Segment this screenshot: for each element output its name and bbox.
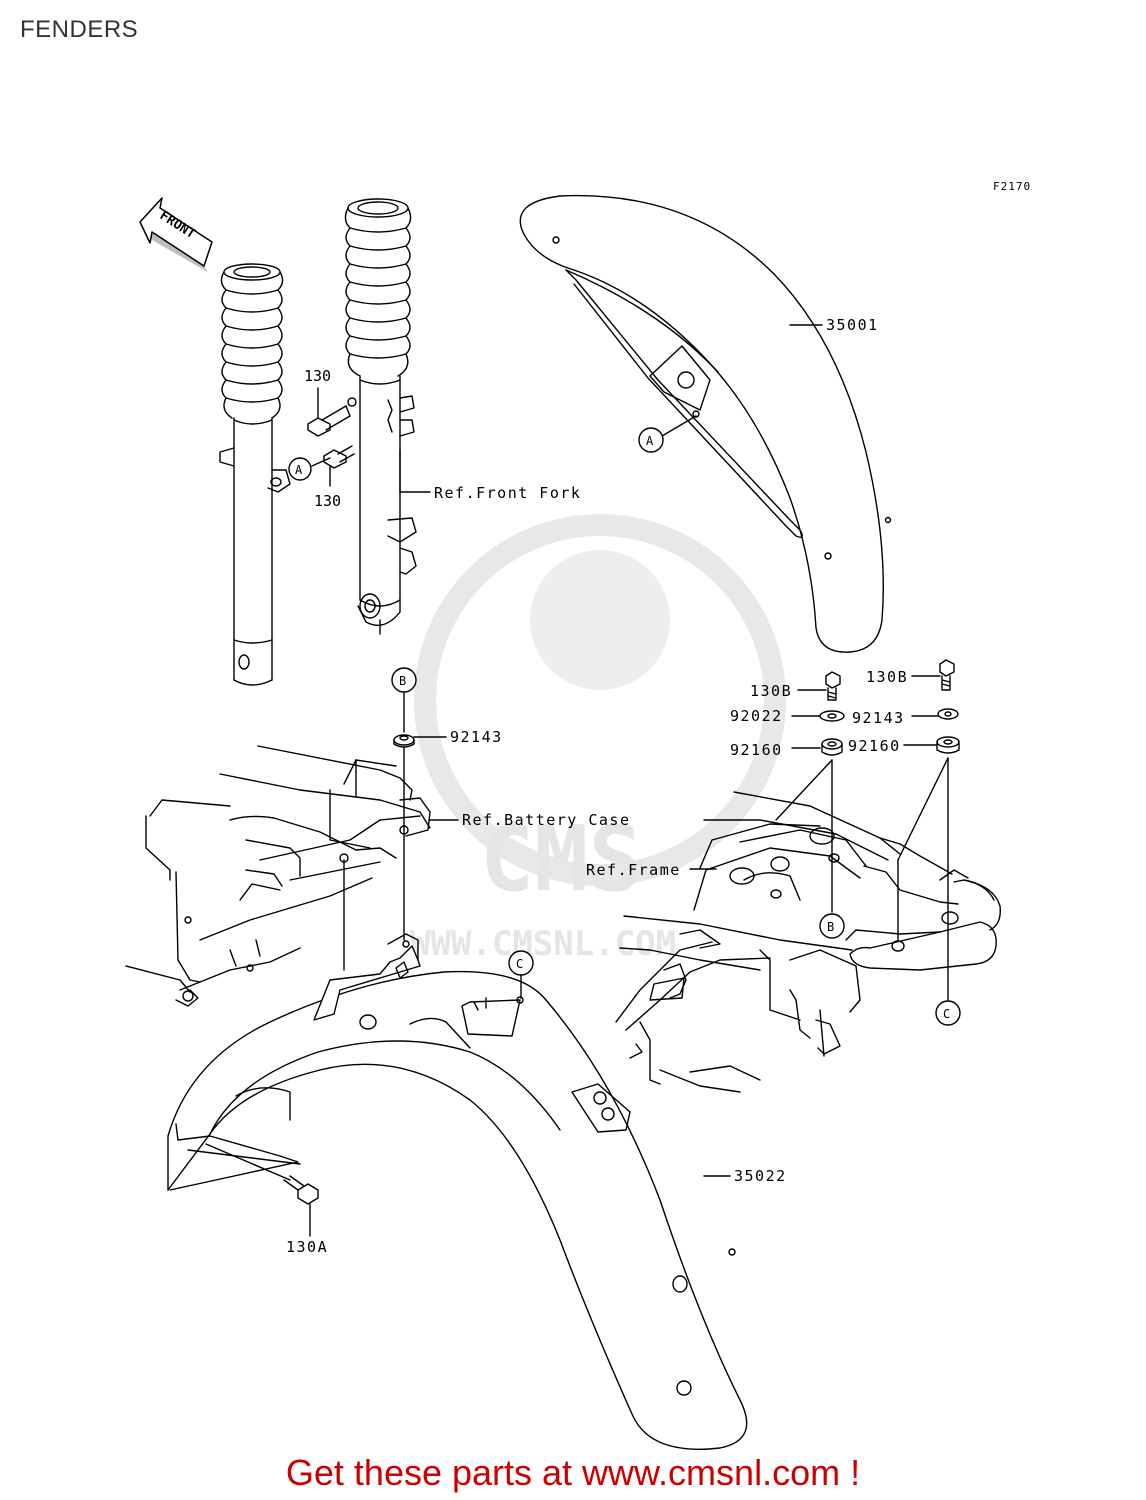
label-92143-right: 92143	[852, 709, 905, 727]
label-130a: 130A	[286, 1238, 328, 1256]
callout-a-right: A	[638, 427, 664, 453]
washer-92143-center	[393, 734, 415, 748]
callout-a-left: A	[288, 457, 312, 481]
ref-battery-case-label: Ref.Battery Case	[462, 811, 631, 829]
callout-b-top: B	[391, 667, 417, 693]
rear-fender-35022	[167, 933, 748, 1450]
front-fender-35001	[519, 194, 892, 653]
svg-text:B: B	[399, 674, 406, 688]
callout-c-frame: C	[935, 1000, 961, 1026]
battery-case-bracket	[125, 745, 431, 1007]
washer-92143-right	[937, 708, 959, 720]
bolt-130b-right	[939, 659, 955, 691]
label-130b-right: 130B	[866, 668, 908, 686]
front-direction-arrow: FRONT	[139, 197, 213, 272]
svg-text:C: C	[943, 1007, 950, 1021]
svg-text:A: A	[295, 463, 303, 477]
ref-front-fork-label: Ref.Front Fork	[434, 484, 581, 502]
page-title: FENDERS	[20, 16, 139, 43]
left-fork-leg	[219, 263, 291, 686]
right-fork-leg	[344, 198, 417, 635]
figure-code: F2170	[993, 180, 1031, 193]
label-35001: 35001	[826, 316, 879, 334]
bolt-130-lower	[323, 445, 355, 469]
callout-b-frame: B	[819, 913, 845, 939]
washer-92022	[819, 710, 845, 722]
label-92160-right: 92160	[848, 737, 901, 755]
label-130-lower: 130	[314, 492, 341, 510]
svg-text:B: B	[827, 920, 834, 934]
order-parts-link[interactable]: Get these parts at www.cmsnl.com !	[285, 1452, 861, 1493]
svg-text:CMS: CMS	[480, 807, 643, 912]
label-35022: 35022	[734, 1167, 787, 1185]
label-92160-left: 92160	[730, 741, 783, 759]
label-130b-left: 130B	[750, 682, 792, 700]
rear-frame	[615, 791, 1001, 1093]
ref-frame-label: Ref.Frame	[586, 861, 681, 879]
damper-92160-left	[821, 738, 843, 756]
bolt-130a	[283, 1175, 319, 1205]
label-130-upper: 130	[304, 367, 331, 385]
fenders-exploded-diagram: CMS WWW.CMSNL.COM F2170 FRONT	[125, 180, 1031, 1450]
svg-text:WWW.CMSNL.COM: WWW.CMSNL.COM	[410, 924, 676, 964]
callout-c-left: C	[508, 950, 534, 976]
svg-text:A: A	[646, 434, 654, 448]
bolt-130-upper	[307, 397, 357, 437]
cms-watermark: CMS WWW.CMSNL.COM	[410, 514, 786, 964]
svg-text:C: C	[516, 957, 523, 971]
damper-92160-right	[936, 736, 960, 754]
label-92143-center: 92143	[450, 728, 503, 746]
label-92022: 92022	[730, 707, 783, 725]
bolt-130b-left	[825, 671, 841, 701]
